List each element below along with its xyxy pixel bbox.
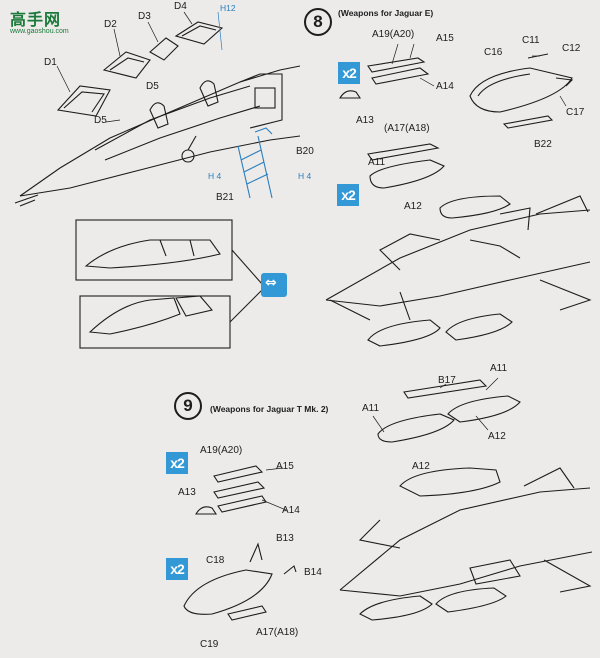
part-label: B13 (276, 533, 294, 544)
part-label: A19(A20) (200, 445, 243, 456)
part-label: A12 (404, 201, 422, 212)
part-label: A11 (368, 157, 386, 168)
part-label: H 4 (298, 171, 312, 181)
step9-weapons (183, 377, 593, 621)
part-label: A12 (488, 431, 506, 442)
swap-arrows-icon: ⇔ (261, 273, 287, 297)
part-label: B20 (296, 146, 314, 157)
part-label: A14 (436, 81, 454, 92)
part-label: A17(A18) (256, 627, 299, 638)
quantity-badge: x2 (166, 558, 188, 580)
part-label: C18 (206, 555, 225, 566)
part-label: D5 (94, 115, 107, 126)
part-label: C12 (562, 43, 581, 54)
logo-url: www.gaoshou.com (10, 28, 69, 35)
part-label: H12 (220, 3, 236, 13)
canopy-option-panels (75, 219, 263, 349)
part-label: D1 (44, 57, 57, 68)
site-logo: 高手网 www.gaoshou.com (4, 6, 69, 46)
quantity-badge: x2 (338, 62, 360, 84)
cockpit-assembly (14, 11, 301, 207)
part-label: A12 (412, 461, 430, 472)
part-label: D2 (104, 19, 117, 30)
part-label: B14 (304, 567, 322, 578)
part-label: C19 (200, 639, 219, 650)
part-label: A13 (356, 115, 374, 126)
part-label: D3 (138, 11, 151, 22)
part-label: A14 (282, 505, 300, 516)
part-label: A19(A20) (372, 29, 415, 40)
quantity-badge: x2 (166, 452, 188, 474)
part-label: D4 (174, 1, 187, 12)
part-label: B22 (534, 139, 552, 150)
canopy-option-a (75, 219, 233, 281)
part-label: B21 (216, 192, 234, 203)
step-9-number: 9 (174, 392, 202, 420)
step8-weapons (325, 43, 592, 347)
part-label: A15 (436, 33, 454, 44)
part-label: C16 (484, 47, 503, 58)
step-9-title: (Weapons for Jaguar T Mk. 2) (210, 404, 329, 414)
quantity-badge: x2 (337, 184, 359, 206)
part-label: A11 (490, 363, 508, 374)
part-label: B17 (438, 375, 456, 386)
part-label: C11 (522, 35, 540, 46)
step-8-title: (Weapons for Jaguar E) (338, 8, 434, 18)
part-label: A11 (362, 403, 380, 414)
part-label: D5 (146, 81, 159, 92)
step-8-number: 8 (304, 8, 332, 36)
part-label: A13 (178, 487, 196, 498)
part-label: H 4 (208, 171, 222, 181)
part-label: A15 (276, 461, 294, 472)
logo-text: 高手网 (10, 10, 62, 29)
part-label: C17 (566, 107, 585, 118)
part-label: (A17(A18) (384, 123, 430, 134)
